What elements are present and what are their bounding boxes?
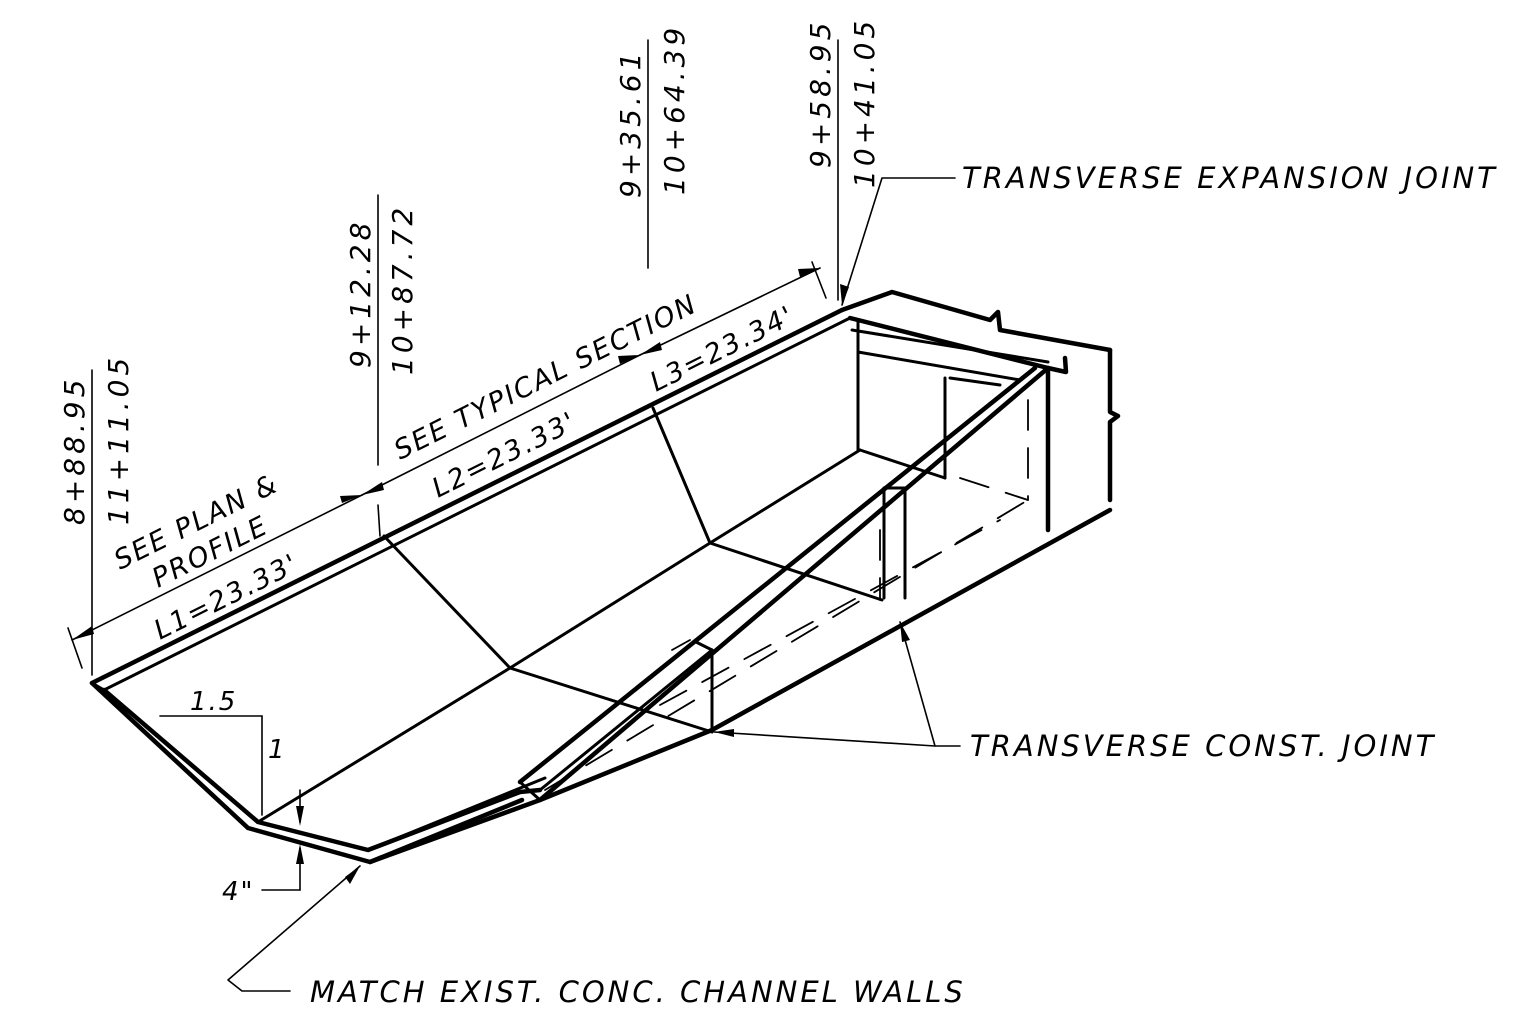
slope-rise-label: 1 [268,735,287,765]
arrowhead-match-walls [345,866,360,884]
thickness-label: 4" [222,877,255,907]
dimension-lines [67,261,827,669]
right-wall-top-cap [518,780,542,802]
leaders [227,177,961,992]
right-wall-mid [538,648,714,792]
end-block-band [850,328,1050,364]
arrowhead-l1-left [72,626,94,640]
station-4-bottom: 10+41.05 [848,17,881,188]
hidden-line-6 [671,639,691,651]
station-3-bottom: 10+64.39 [658,24,691,195]
slope-callout [159,715,263,816]
arrowhead-const-joint-b [714,729,734,737]
left-wall-top-edge-inner [102,316,852,692]
dim-line-l3 [639,267,821,356]
slope-run-label: 1.5 [190,687,237,717]
station-1-bottom: 11+11.05 [102,354,135,525]
station-ext-2b [377,504,381,537]
left-end-section-bottom [89,680,525,865]
wall-stub-1 [694,640,714,732]
leader-const-joint-b [713,731,936,747]
arrowhead-const-joint-a [900,622,910,642]
arrowhead-l3-right [798,268,820,277]
end-block-top [839,289,1113,353]
station-4-label: 9+58.95 10+41.05 [804,17,881,188]
leader-expansion-joint [841,177,956,306]
station-1-top: 8+88.95 [58,376,91,525]
dim-tick-1 [67,627,83,669]
slope-toe-line-1 [256,448,862,824]
joint-line-3 [858,448,947,480]
channel-structure [89,289,1121,865]
arrowhead-thickness-top [296,806,304,826]
station-2-label: 9+12.28 10+87.72 [344,204,419,375]
expansion-joint-note: TRANSVERSE EXPANSION JOINT [962,161,1498,195]
match-walls-note: MATCH EXIST. CONC. CHANNEL WALLS [310,975,966,1009]
station-2-top: 9+12.28 [344,219,377,368]
arrowhead-l3-left [640,342,662,355]
station-extension-lines [91,39,839,676]
station-2-bottom: 10+87.72 [386,204,419,375]
arrowhead-l1-right [340,495,362,503]
dim-line-l1 [71,494,363,641]
station-4-top: 9+58.95 [804,19,837,168]
dim-line-l2 [361,354,641,496]
wall-stub-2 [882,486,907,600]
hidden-line-2 [659,519,1001,706]
hidden-line-4 [959,477,1029,501]
arrowhead-l2-left [362,482,384,495]
end-block-post-2 [948,376,1002,387]
right-wall-bottom-left [367,727,715,865]
leader-match-walls [227,865,361,992]
thickness-callout [261,789,304,891]
left-wall-top-edge [89,307,845,686]
arrowhead-l2-right [618,355,640,364]
dim-tick-4 [811,261,827,299]
const-joint-note: TRANSVERSE CONST. JOINT [970,729,1436,763]
station-3-top: 9+35.61 [614,49,647,198]
right-wall-top-outer [537,365,1051,803]
end-block-top-inner [847,315,1069,375]
end-block-right-face [1107,347,1121,503]
right-wall-top [517,365,1038,785]
arrowhead-expansion-joint [840,284,849,305]
floor-right-line [366,776,547,852]
station-1-label: 8+88.95 11+11.05 [58,354,135,525]
joint-line-2 [651,406,884,602]
station-3-label: 9+35.61 10+64.39 [614,24,691,198]
arrowhead-thickness-bottom [296,844,304,864]
leader-const-joint-a [899,621,961,747]
end-block-opening [856,350,1022,382]
right-wall-outer-face [709,507,1113,733]
